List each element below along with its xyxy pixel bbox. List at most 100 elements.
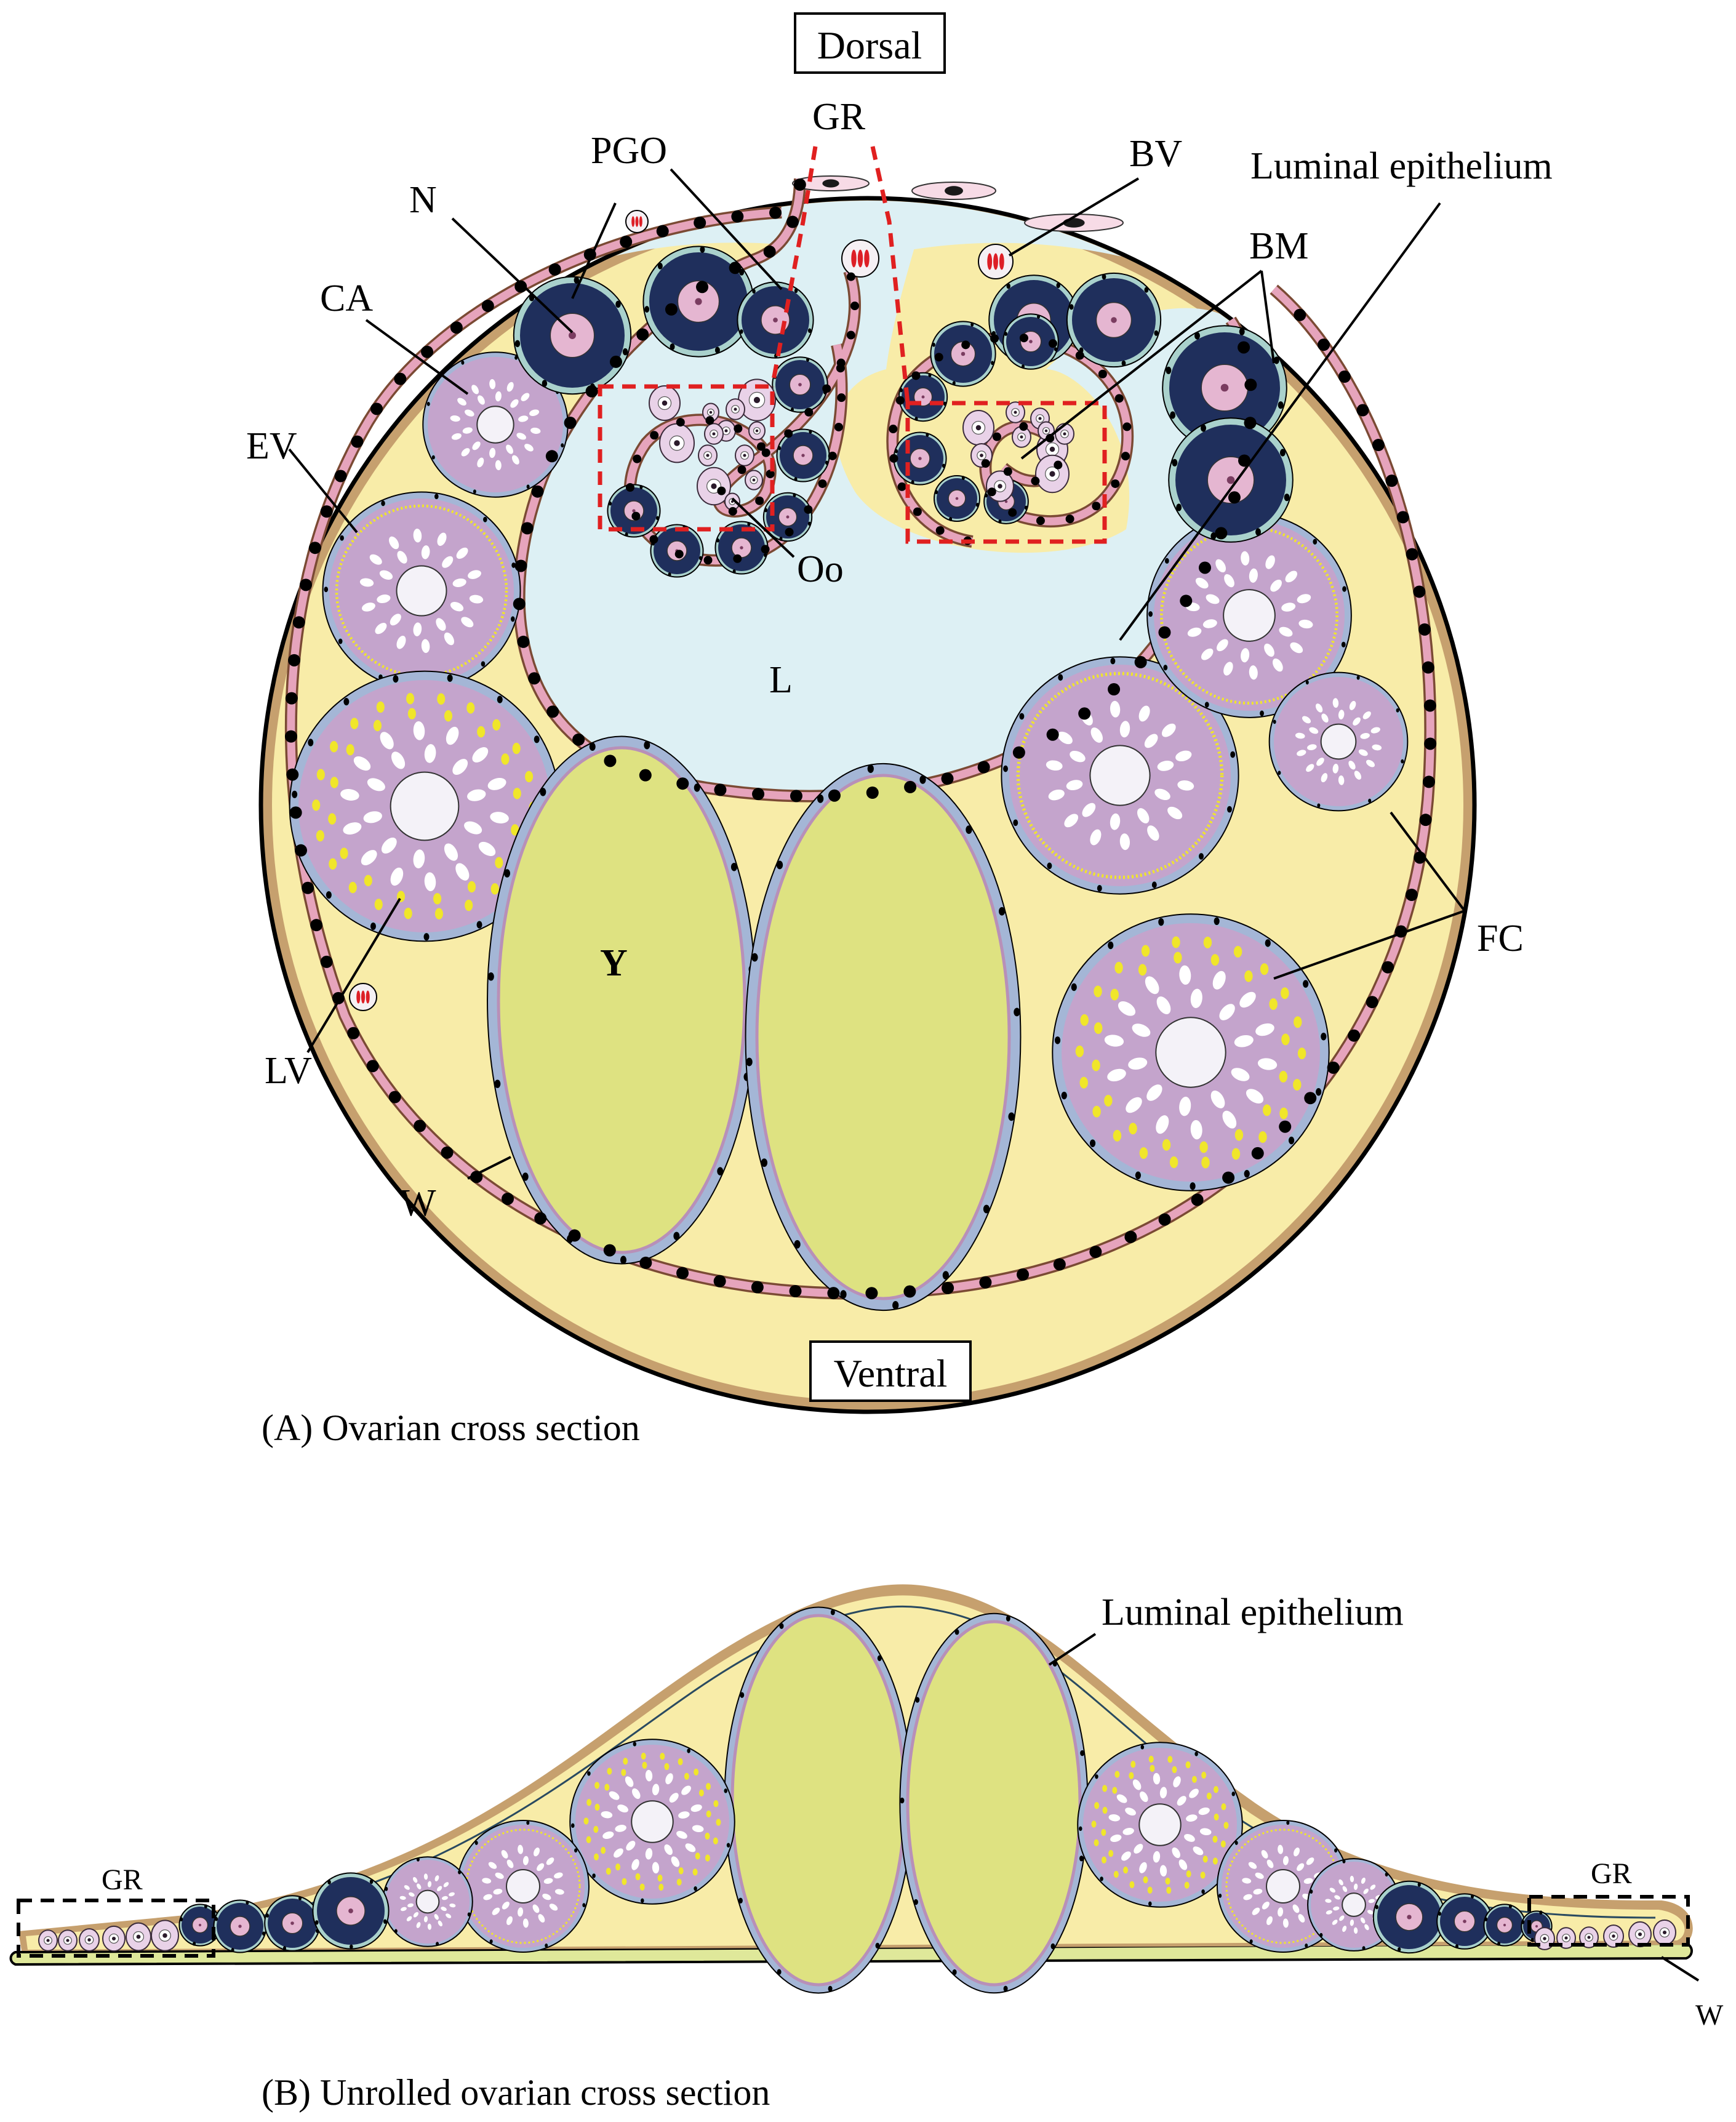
- cortical-alveolus: [1145, 976, 1159, 995]
- epithelial-nucleus: [1019, 422, 1028, 431]
- cortical-alveolus: [404, 1885, 410, 1890]
- epithelial-nucleus: [822, 384, 831, 393]
- follicle-cell: [942, 1271, 949, 1280]
- cortical-alveolus: [530, 427, 541, 434]
- follicle-cell: [1079, 1826, 1082, 1832]
- epithelial-nucleus: [1406, 548, 1418, 561]
- cortical-alveolus: [1285, 571, 1298, 583]
- epithelial-nucleus: [310, 919, 323, 932]
- yolk-granule: [1293, 1079, 1302, 1091]
- yolk-granule: [607, 1768, 612, 1775]
- cortical-alveolus: [1338, 710, 1345, 719]
- epithelial-nucleus: [564, 416, 577, 429]
- cortical-alveolus: [427, 1881, 432, 1888]
- cortical-alveolus: [437, 532, 447, 547]
- cortical-alveolus: [1242, 1878, 1252, 1884]
- follicle-cell: [877, 1655, 882, 1662]
- epithelial-nucleus: [703, 556, 713, 565]
- label-bm: BM: [1249, 225, 1308, 267]
- yolk-granule: [604, 1784, 610, 1791]
- cortical-alveolus: [488, 1862, 497, 1869]
- cortical-alveolus: [423, 1873, 428, 1880]
- epithelial-nucleus: [665, 303, 678, 316]
- follicle-cell: [625, 532, 628, 537]
- epithelial-nucleus: [895, 396, 905, 405]
- yolk-granule: [1260, 963, 1269, 975]
- yolk-granule: [1138, 964, 1147, 976]
- follicle-cell: [1279, 449, 1286, 457]
- cortical-alveolus: [1239, 991, 1256, 1008]
- yolk-granule: [1094, 1022, 1103, 1035]
- cortical-alveolus: [478, 841, 496, 856]
- cortical-alveolus: [1279, 627, 1293, 637]
- cortical-alveolus: [1139, 1862, 1147, 1873]
- yolk-granule: [1102, 1785, 1108, 1792]
- epithelial-nucleus: [302, 881, 314, 894]
- epithelial-nucleus: [1046, 728, 1059, 741]
- yolk-granule: [513, 788, 521, 799]
- follicle-cell: [928, 373, 932, 377]
- cortical-alveolus: [1134, 1844, 1143, 1854]
- follicle-cell: [1313, 539, 1318, 545]
- epithelial-nucleus: [351, 435, 364, 448]
- label-w-a: W: [400, 1182, 436, 1224]
- label-bv: BV: [1129, 133, 1182, 175]
- epithelial-nucleus: [828, 789, 841, 802]
- yolk-granule: [1169, 1156, 1178, 1168]
- cortical-alveolus: [1281, 603, 1296, 612]
- follicle-cell: [1058, 674, 1063, 681]
- epithelial-nucleus: [568, 1229, 581, 1242]
- follicle-cell: [534, 735, 540, 743]
- follicle-cell: [1284, 494, 1290, 502]
- follicle-cell: [1249, 1939, 1253, 1944]
- yolk-granule: [1102, 1856, 1107, 1864]
- oogonium-nucleolus: [980, 454, 983, 457]
- cortical-alveolus: [390, 614, 401, 626]
- cortical-alveolus: [391, 751, 406, 769]
- follicle-cell: [582, 1903, 586, 1907]
- germinal-vesicle: [476, 406, 514, 444]
- follicle-cell: [615, 300, 621, 308]
- epithelial-nucleus: [1108, 683, 1121, 696]
- cortical-alveolus: [554, 1872, 563, 1879]
- oogonium-nucleolus: [1612, 1934, 1615, 1938]
- yolk-granule: [664, 1763, 670, 1771]
- yolk-granule: [340, 847, 348, 859]
- cortical-alveolus: [1193, 1846, 1204, 1856]
- follicle-cell: [752, 289, 756, 294]
- cortical-alveolus: [1153, 1851, 1161, 1863]
- cortical-alveolus: [1119, 833, 1130, 851]
- cortical-alveolus: [449, 1904, 456, 1908]
- cortical-alveolus: [468, 570, 481, 579]
- cortical-alveolus: [1046, 760, 1063, 771]
- follicle-cell: [1521, 1920, 1525, 1924]
- cortical-alveolus: [1119, 721, 1130, 738]
- cortical-alveolus: [377, 595, 391, 604]
- epithelial-nucleus: [846, 272, 855, 281]
- cortical-alveolus: [464, 821, 482, 835]
- follicle-cell: [1006, 1616, 1010, 1622]
- follicle-cell: [1362, 1946, 1366, 1951]
- epithelial-nucleus: [1075, 351, 1084, 360]
- nucleolus: [955, 497, 959, 500]
- yolk-granule: [444, 710, 453, 722]
- cortical-alveolus: [510, 399, 519, 408]
- red-blood-cell: [631, 216, 635, 227]
- epithelial-nucleus: [1036, 516, 1045, 526]
- epithelial-nucleus: [1098, 369, 1107, 378]
- yolk-granule: [1091, 1820, 1097, 1828]
- cortical-alveolus: [506, 382, 514, 392]
- follicle-cell: [447, 674, 453, 682]
- epithelial-nucleus: [766, 470, 775, 479]
- follicle-cell: [1006, 283, 1010, 289]
- nucleolus: [1220, 383, 1229, 392]
- germinal-vesicle: [1223, 589, 1276, 642]
- epithelial-nucleus: [639, 1256, 652, 1269]
- follicle-cell: [542, 380, 548, 387]
- epithelial-nucleus: [546, 705, 559, 718]
- epithelial-nucleus: [1238, 341, 1250, 354]
- gr-dashed-line-right: [870, 146, 910, 404]
- cortical-alveolus: [602, 1831, 614, 1840]
- follicle-cell: [1071, 983, 1077, 991]
- cortical-alveolus: [1298, 619, 1313, 629]
